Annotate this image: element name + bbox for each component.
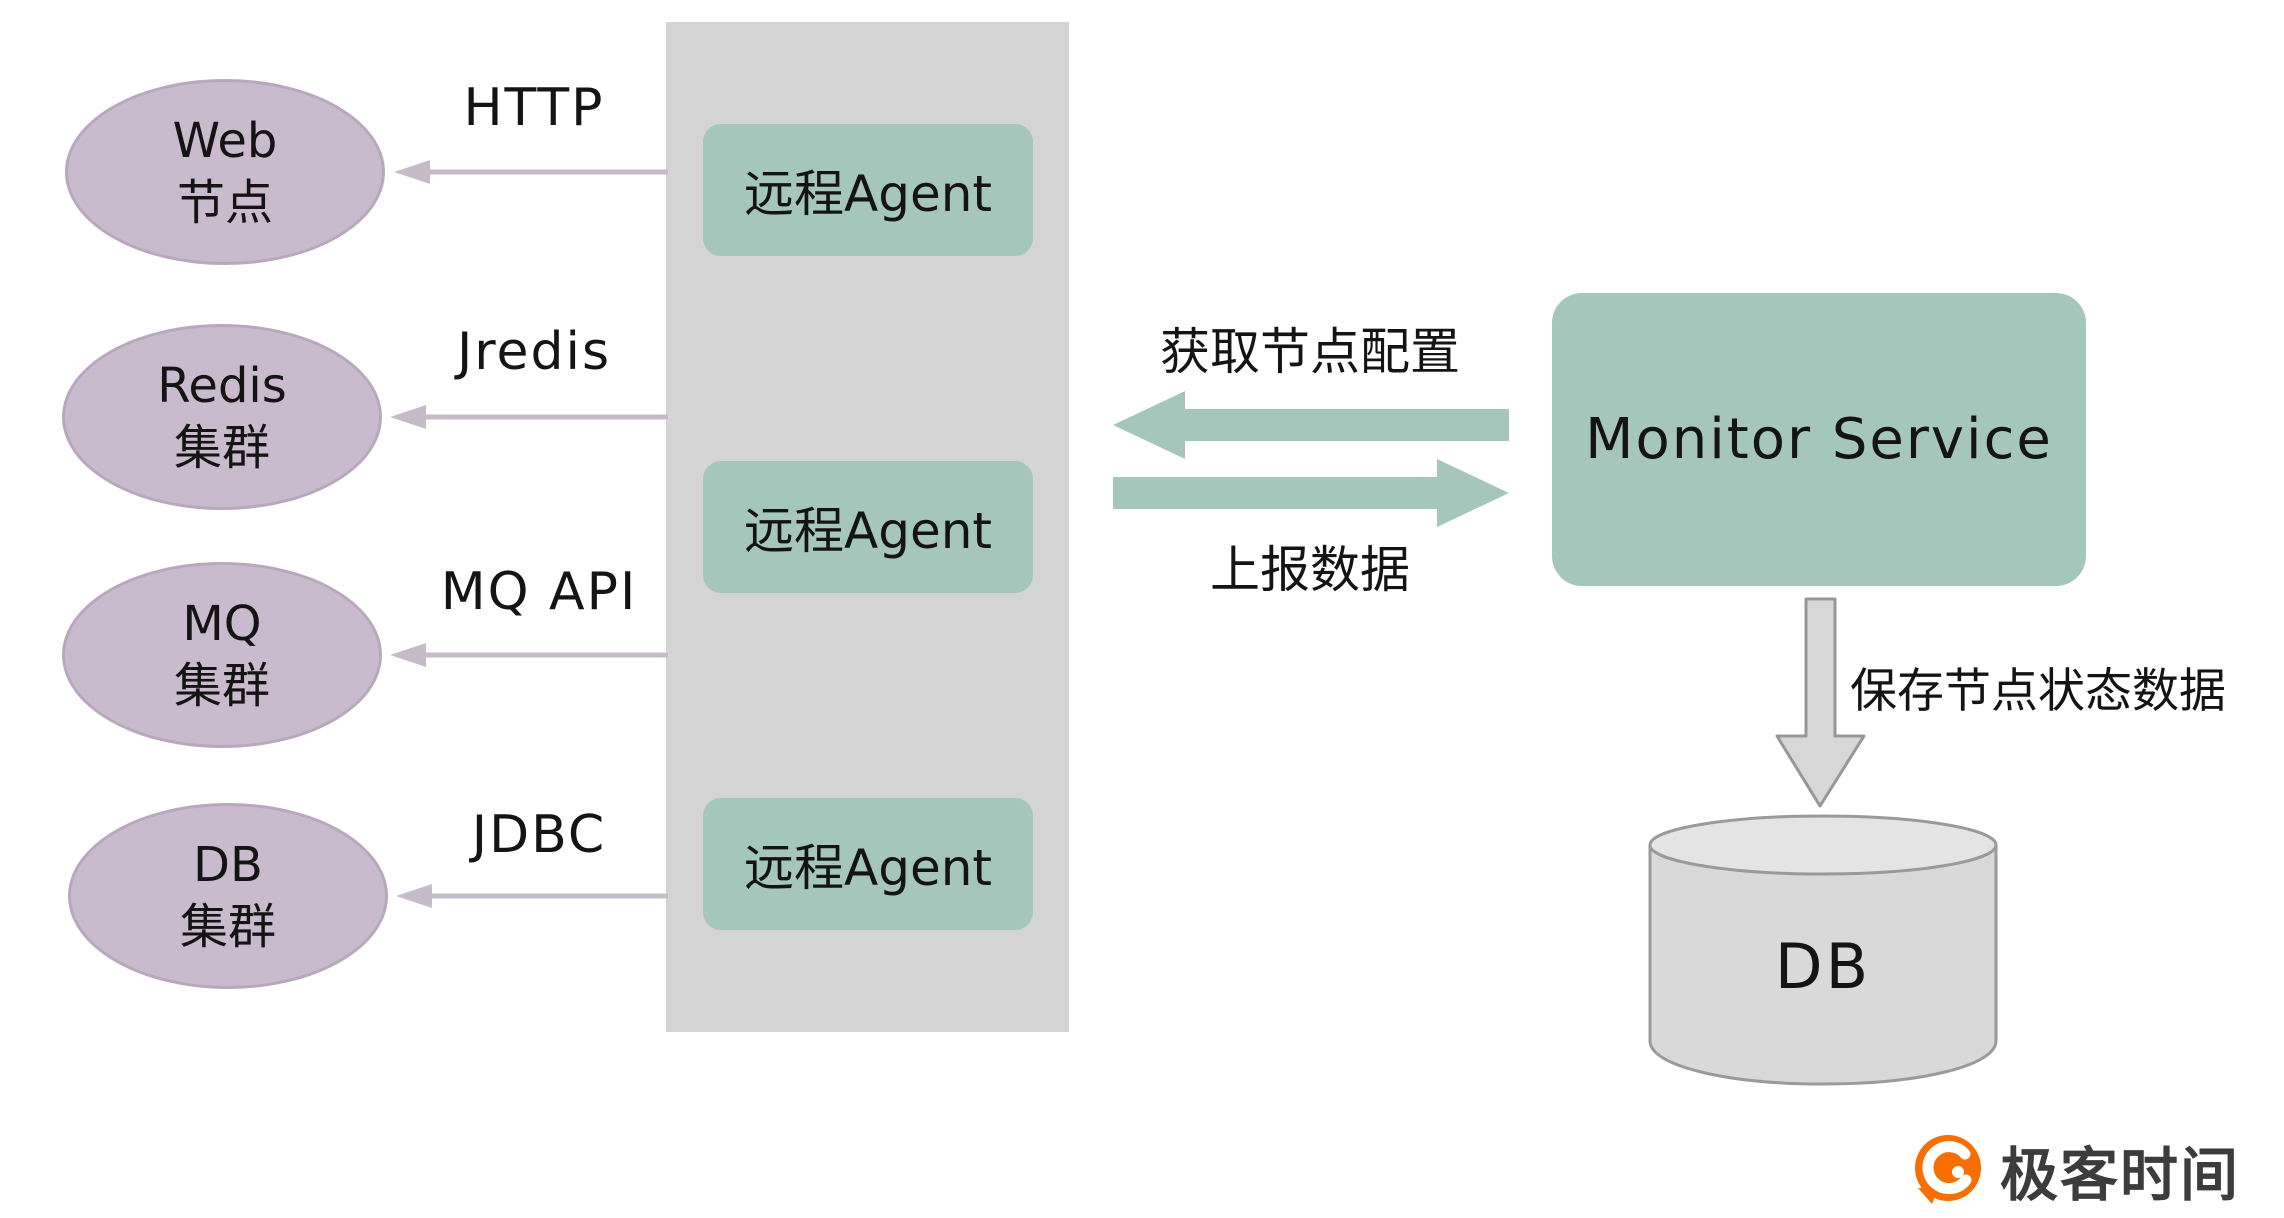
arrow-to-db-cluster (396, 884, 668, 908)
node-web-name: Web (172, 112, 278, 169)
arrow-to-web (394, 160, 668, 184)
fetch-config-label: 获取节点配置 (1160, 323, 1460, 381)
arrow-to-mq (390, 643, 668, 667)
node-mq: MQ 集群 (62, 562, 382, 748)
node-redis: Redis 集群 (62, 324, 382, 510)
node-web-type: 节点 (176, 175, 273, 231)
db-cylinder (1648, 814, 1998, 1086)
db-label: DB (1774, 930, 1872, 1003)
node-db-cluster-type: 集群 (179, 899, 276, 955)
remote-agent-label-2: 远程Agent (744, 502, 992, 560)
report-data-label: 上报数据 (1210, 541, 1410, 599)
protocol-label-jdbc: JDBC (471, 805, 607, 865)
protocol-label-http: HTTP (463, 78, 605, 138)
node-web: Web 节点 (65, 79, 385, 265)
arrow-save-state (1775, 597, 1866, 808)
monitor-service-box: Monitor Service (1552, 293, 2086, 586)
node-mq-name: MQ (182, 595, 262, 652)
remote-agent-box-1: 远程Agent (703, 124, 1033, 256)
node-db-cluster-name: DB (193, 836, 263, 893)
remote-agent-box-2: 远程Agent (703, 461, 1033, 593)
protocol-label-jredis: Jredis (456, 322, 612, 382)
monitor-service-label: Monitor Service (1585, 407, 2053, 472)
arrow-to-redis (390, 405, 668, 429)
node-redis-name: Redis (157, 357, 287, 414)
remote-agent-label-1: 远程Agent (744, 165, 992, 223)
save-state-label: 保存节点状态数据 (1850, 664, 2226, 719)
geektime-logo-icon (1915, 1135, 1981, 1204)
remote-agent-label-3: 远程Agent (744, 839, 992, 897)
brand-logo-text: 极客时间 (2000, 1141, 2241, 1209)
arrow-fetch-config (1113, 391, 1509, 459)
node-mq-type: 集群 (173, 658, 270, 714)
node-redis-type: 集群 (173, 420, 270, 476)
remote-agent-box-3: 远程Agent (703, 798, 1033, 930)
brand-logo: 极客时间 (1910, 1128, 2240, 1212)
arrow-report-data (1113, 459, 1509, 527)
node-db-cluster: DB 集群 (68, 803, 388, 989)
protocol-label-mq-api: MQ API (440, 562, 638, 622)
